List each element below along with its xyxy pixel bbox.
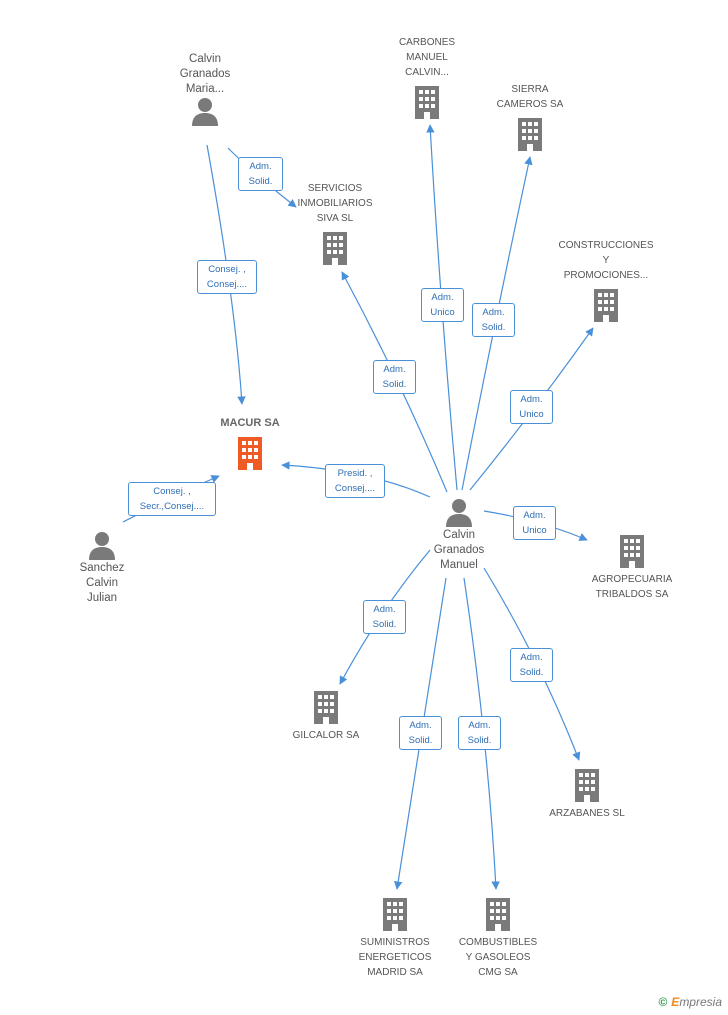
company-node-macur[interactable]: MACUR SA bbox=[202, 416, 298, 471]
node-label: Calvin Granados Maria... bbox=[179, 53, 231, 95]
node-label: Sanchez Calvin Julian bbox=[79, 562, 125, 604]
person-node-calvin-maria[interactable]: Calvin Granados Maria... bbox=[165, 52, 245, 127]
person-node-calvin-manuel[interactable]: Calvin Granados Manuel bbox=[419, 498, 499, 573]
node-label: Calvin Granados Manuel bbox=[433, 529, 485, 571]
edge-label-manuel-construcciones: Adm. Unico bbox=[510, 390, 553, 424]
node-label: CARBONES MANUEL CALVIN... bbox=[398, 37, 456, 78]
edge-label-manuel-combustibles: Adm. Solid. bbox=[458, 716, 501, 750]
company-node-combustibles[interactable]: COMBUSTIBLES Y GASOLEOS CMG SA bbox=[448, 896, 548, 980]
brand-footer: ©Empresia bbox=[658, 995, 722, 1009]
node-label: AGROPECUARIA TRIBALDOS SA bbox=[591, 574, 673, 600]
node-label: SIERRA CAMEROS SA bbox=[496, 84, 564, 110]
company-node-agropecuaria[interactable]: AGROPECUARIA TRIBALDOS SA bbox=[577, 533, 687, 602]
building-icon bbox=[486, 898, 510, 931]
node-label: ARZABANES SL bbox=[549, 808, 625, 819]
building-icon bbox=[238, 437, 262, 470]
building-icon bbox=[314, 691, 338, 724]
building-icon bbox=[575, 769, 599, 802]
node-label: CONSTRUCCIONES Y PROMOCIONES... bbox=[558, 240, 654, 281]
node-label: COMBUSTIBLES Y GASOLEOS CMG SA bbox=[458, 937, 538, 978]
brand-logo-e: E bbox=[671, 995, 680, 1009]
edge-label-manuel-arzabanes: Adm. Solid. bbox=[510, 648, 553, 682]
edge-label-manuel-gilcalor: Adm. Solid. bbox=[363, 600, 406, 634]
edge-label-manuel-suministros: Adm. Solid. bbox=[399, 716, 442, 750]
company-node-servicios[interactable]: SERVICIOS INMOBILIARIOS SIVA SL bbox=[275, 181, 395, 266]
person-icon bbox=[89, 532, 115, 560]
edge-label-manuel-servicios: Adm. Solid. bbox=[373, 360, 416, 394]
building-icon bbox=[620, 535, 644, 568]
edge-label-manuel-sierra: Adm. Solid. bbox=[472, 303, 515, 337]
building-icon bbox=[594, 289, 618, 322]
person-icon bbox=[192, 98, 218, 126]
company-node-construcciones[interactable]: CONSTRUCCIONES Y PROMOCIONES... bbox=[551, 238, 661, 323]
person-icon bbox=[446, 499, 472, 527]
edge-label-manuel-agropecuaria: Adm. Unico bbox=[513, 506, 556, 540]
edge-label-maria-servicios: Adm. Solid. bbox=[238, 157, 283, 191]
edge-label-maria-macur: Consej. , Consej.... bbox=[197, 260, 257, 294]
building-icon bbox=[518, 118, 542, 151]
company-node-gilcalor[interactable]: GILCALOR SA bbox=[276, 689, 376, 743]
company-node-sierra[interactable]: SIERRA CAMEROS SA bbox=[480, 82, 580, 152]
building-icon bbox=[383, 898, 407, 931]
brand-name: mpresia bbox=[679, 995, 722, 1009]
node-label: SUMINISTROS ENERGETICOS MADRID SA bbox=[358, 937, 432, 978]
edge-label-manuel-carbones: Adm. Unico bbox=[421, 288, 464, 322]
edge-label-sanchez-macur: Consej. , Secr.,Consej.... bbox=[128, 482, 216, 516]
copyright-icon: © bbox=[658, 995, 668, 1009]
company-node-arzabanes[interactable]: ARZABANES SL bbox=[537, 767, 637, 821]
building-icon bbox=[323, 232, 347, 265]
node-label: SERVICIOS INMOBILIARIOS SIVA SL bbox=[297, 183, 373, 224]
node-label: MACUR SA bbox=[220, 417, 280, 429]
node-label: GILCALOR SA bbox=[292, 730, 360, 741]
company-node-carbones[interactable]: CARBONES MANUEL CALVIN... bbox=[377, 35, 477, 120]
building-icon bbox=[415, 86, 439, 119]
person-node-sanchez[interactable]: Sanchez Calvin Julian bbox=[62, 531, 142, 606]
company-node-suministros[interactable]: SUMINISTROS ENERGETICOS MADRID SA bbox=[345, 896, 445, 980]
edge-label-manuel-macur: Presid. , Consej.... bbox=[325, 464, 385, 498]
